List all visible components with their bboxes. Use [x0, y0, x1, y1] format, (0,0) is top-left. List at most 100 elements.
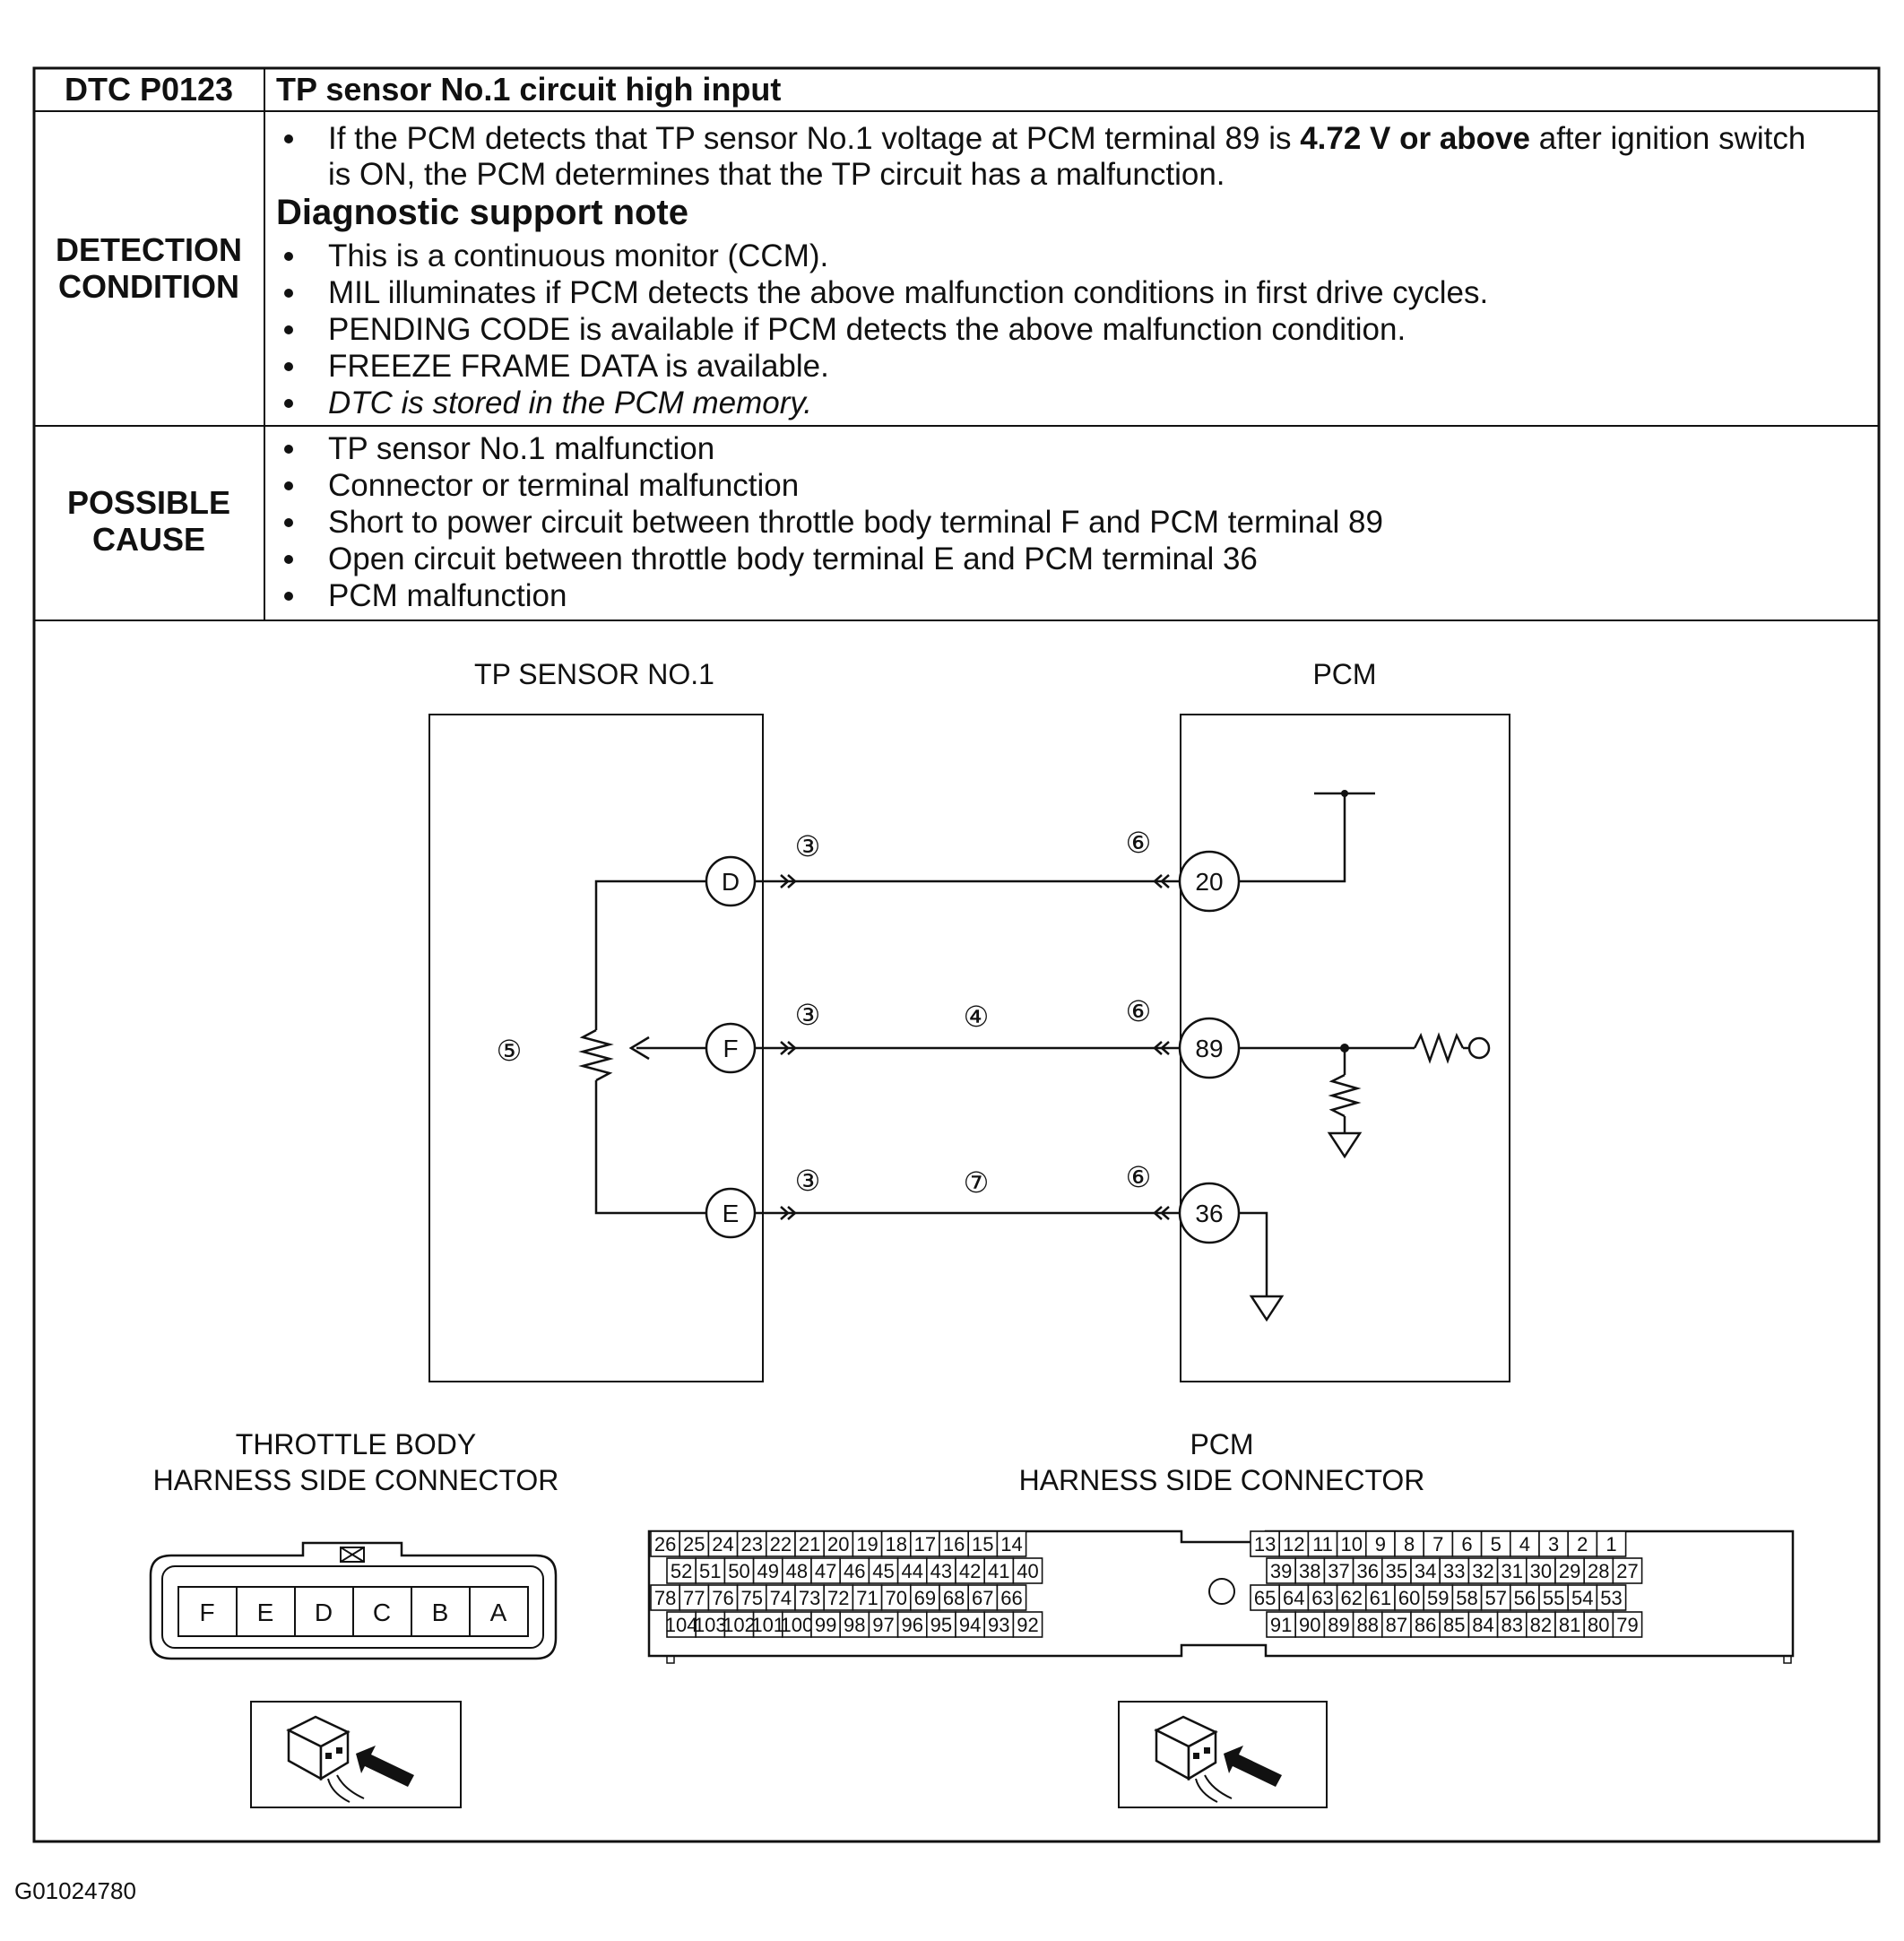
- pcm-cavity-label: 95: [930, 1614, 952, 1636]
- pcm-cavity-label: 29: [1559, 1560, 1580, 1582]
- pcm-cavity: [1596, 1530, 1627, 1557]
- pcm-cavity-label: 15: [972, 1533, 993, 1555]
- pcm-cavity-label: 78: [654, 1587, 676, 1609]
- pcm-cavity-label: 39: [1270, 1560, 1292, 1582]
- pcm-cavity: [1381, 1611, 1412, 1638]
- pcm-cavity: [1439, 1611, 1470, 1638]
- throttle-pin-label: D: [315, 1599, 333, 1626]
- callout-6: ⑥: [1126, 995, 1152, 1027]
- pcm-title: PCM: [1312, 658, 1376, 690]
- note-item: MIL illuminates if PCM detects the above…: [328, 275, 1488, 310]
- pcm-cavity: [1294, 1557, 1326, 1584]
- pcm-cavity-label: 65: [1254, 1587, 1276, 1609]
- pcm-cavity-label: 24: [712, 1533, 733, 1555]
- callout-3: ③: [795, 1165, 821, 1197]
- pcm-cavity: [983, 1557, 1015, 1584]
- pcm-cavity-label: 28: [1588, 1560, 1609, 1582]
- pcm-cavity-label: 16: [943, 1533, 965, 1555]
- sensor-title: TP SENSOR NO.1: [474, 658, 714, 690]
- throttle-pin-label: B: [432, 1599, 449, 1626]
- pcm-cavity-label: 51: [699, 1560, 721, 1582]
- pcm-cavity: [1496, 1557, 1528, 1584]
- pcm-cavity-label: 56: [1514, 1587, 1536, 1609]
- pcm-cavity-label: 20: [827, 1533, 849, 1555]
- pcm-cavity-label: 26: [654, 1533, 676, 1555]
- pcm-cavity-label: 87: [1386, 1614, 1407, 1636]
- pcm-cavity: [1323, 1611, 1354, 1638]
- pcm-cavity-label: 86: [1415, 1614, 1436, 1636]
- pcm-cavity-label: 17: [914, 1533, 936, 1555]
- sensor-pin-label: F: [723, 1035, 738, 1062]
- junction-dot: [1341, 790, 1348, 797]
- pcm-cavity-label: 31: [1501, 1560, 1522, 1582]
- pcm-cavity-label: 36: [1356, 1560, 1378, 1582]
- pcm-cavity-label: 45: [872, 1560, 894, 1582]
- bullet-icon: [284, 289, 293, 298]
- pcm-cavity-label: 40: [1017, 1560, 1038, 1582]
- note-item: FREEZE FRAME DATA is available.: [328, 349, 829, 384]
- pcm-cavity: [1538, 1584, 1570, 1611]
- pcm-cavity: [707, 1584, 739, 1611]
- pcm-cavity-label: 102: [723, 1614, 756, 1636]
- pcm-cavity-label: 38: [1299, 1560, 1320, 1582]
- pcm-cavity-label: 61: [1370, 1587, 1391, 1609]
- pcm-cavity: [1294, 1611, 1326, 1638]
- callout-3: ③: [795, 999, 821, 1031]
- sensor-pin-label: E: [723, 1200, 740, 1227]
- pcm-cavity-label: 37: [1328, 1560, 1349, 1582]
- pcm-cavity: [752, 1611, 783, 1638]
- callout-4: ④: [964, 1001, 990, 1033]
- detection-label-2: CONDITION: [58, 268, 239, 305]
- sensor-pin-label: D: [722, 868, 740, 896]
- pcm-cavity: [679, 1584, 710, 1611]
- bullet-icon: [284, 399, 293, 408]
- detection-label-1: DETECTION: [56, 231, 242, 268]
- pcm-cavity: [1583, 1611, 1614, 1638]
- pcm-cavity: [852, 1530, 883, 1557]
- pcm-cavity: [1336, 1530, 1367, 1557]
- pcm-cavity-label: 96: [901, 1614, 922, 1636]
- pcm-cavity: [896, 1611, 928, 1638]
- pcm-cavity-label: 7: [1432, 1533, 1443, 1555]
- bullet-icon: [284, 325, 293, 334]
- pcm-cavity-label: 76: [712, 1587, 733, 1609]
- pcm-cavity-label: 52: [671, 1560, 692, 1582]
- cause-item: Open circuit between throttle body termi…: [328, 542, 1258, 576]
- callout-7: ⑦: [964, 1166, 990, 1199]
- callout-6: ⑥: [1126, 827, 1152, 859]
- pcm-cavity-label: 49: [757, 1560, 778, 1582]
- pcm-cavity-label: 60: [1398, 1587, 1420, 1609]
- pcm-cavity-label: 66: [1000, 1587, 1022, 1609]
- possible-label-2: CAUSE: [92, 521, 205, 558]
- pcm-cavity-label: 72: [827, 1587, 849, 1609]
- pcm-cavity-label: 32: [1472, 1560, 1493, 1582]
- pcm-connector-title-2: HARNESS SIDE CONNECTOR: [1019, 1464, 1425, 1496]
- pcm-cavity: [1567, 1530, 1598, 1557]
- pcm-cavity: [955, 1611, 986, 1638]
- pcm-cavity-label: 82: [1530, 1614, 1552, 1636]
- pcm-cavity: [896, 1557, 928, 1584]
- pcm-cavity-label: 89: [1328, 1614, 1349, 1636]
- pcm-cavity: [1538, 1530, 1570, 1557]
- bullet-icon: [284, 592, 293, 601]
- detection-content: If the PCM detects that TP sensor No.1 v…: [276, 121, 1805, 420]
- pcm-cavity: [1526, 1611, 1556, 1638]
- pcm-cavity-label: 57: [1484, 1587, 1506, 1609]
- throttle-pin-label: F: [199, 1599, 214, 1626]
- pcm-cavity-label: 80: [1588, 1614, 1609, 1636]
- pcm-cavity: [1410, 1611, 1441, 1638]
- pcm-cavity: [1394, 1530, 1425, 1557]
- pcm-cavity-label: 101: [751, 1614, 784, 1636]
- detection-intro: If the PCM detects that TP sensor No.1 v…: [328, 121, 1805, 156]
- pcm-cavity: [1467, 1611, 1499, 1638]
- pcm-cavity: [868, 1611, 899, 1638]
- pcm-cavity: [1510, 1584, 1540, 1611]
- callout-3: ③: [795, 830, 821, 862]
- figure-code: G01024780: [14, 1877, 136, 1904]
- pcm-cavity-label: 83: [1501, 1614, 1522, 1636]
- pcm-cavity: [723, 1557, 755, 1584]
- pcm-cavity: [839, 1557, 870, 1584]
- pcm-cavity-label: 62: [1340, 1587, 1362, 1609]
- pcm-cavity-label: 18: [885, 1533, 906, 1555]
